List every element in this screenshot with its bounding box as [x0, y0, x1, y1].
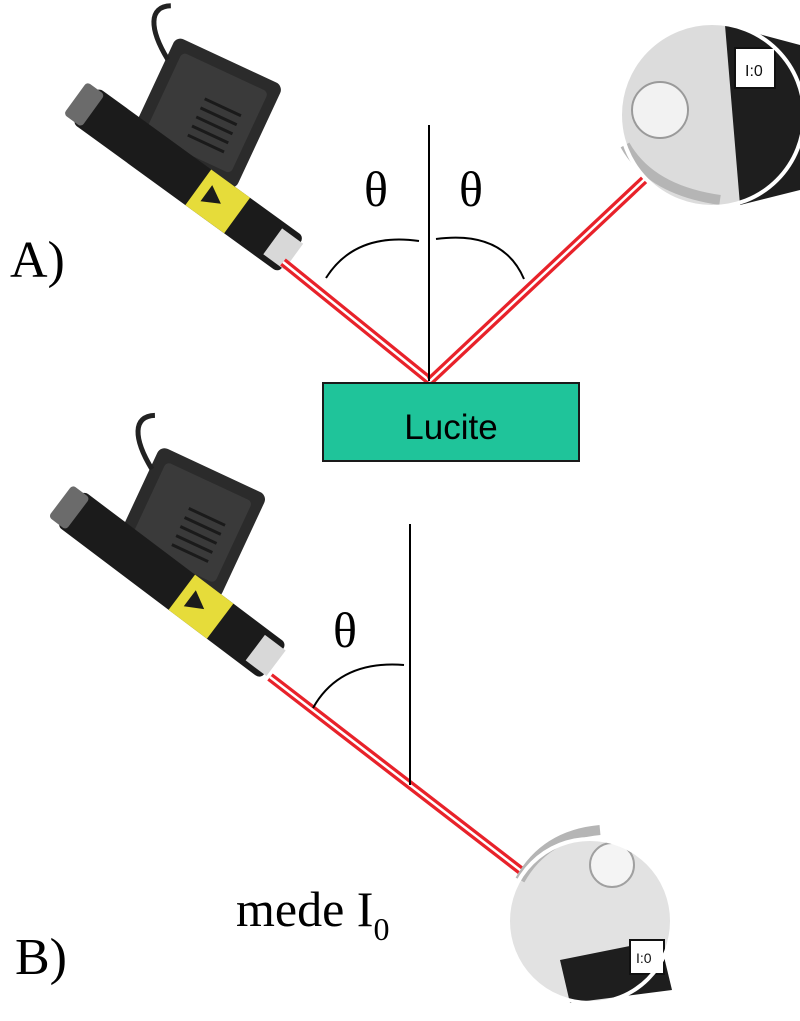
detector-icon: I:0	[618, 21, 800, 209]
incident-beam	[280, 258, 433, 385]
measure-caption-text: mede I	[236, 881, 373, 937]
angle-arc-left	[325, 238, 420, 279]
lucite-label: Lucite	[404, 408, 497, 447]
angle-arc	[312, 663, 405, 709]
detector-icon: I:0	[506, 825, 674, 1005]
reflected-beam	[426, 159, 666, 385]
panel-a: θ θ A) I:0 Lucite	[10, 3, 800, 462]
svg-text:I:0: I:0	[636, 950, 652, 966]
measure-caption: mede I0	[236, 881, 389, 947]
angle-label: θ	[333, 602, 357, 658]
lucite-sample: Lucite	[322, 382, 580, 462]
svg-text:I:0: I:0	[745, 63, 763, 80]
laser-icon	[65, 83, 304, 271]
measure-caption-subscript: 0	[373, 911, 389, 947]
panel-label-a: A)	[10, 232, 65, 289]
panel-b: θ I:0 mede I0 B)	[15, 412, 674, 1005]
angle-label-left: θ	[364, 161, 388, 217]
angle-arc-right	[435, 236, 525, 280]
laser-icon	[49, 486, 286, 677]
direct-beam	[267, 673, 571, 911]
angle-label-right: θ	[459, 161, 483, 217]
panel-label-b: B)	[15, 929, 67, 986]
